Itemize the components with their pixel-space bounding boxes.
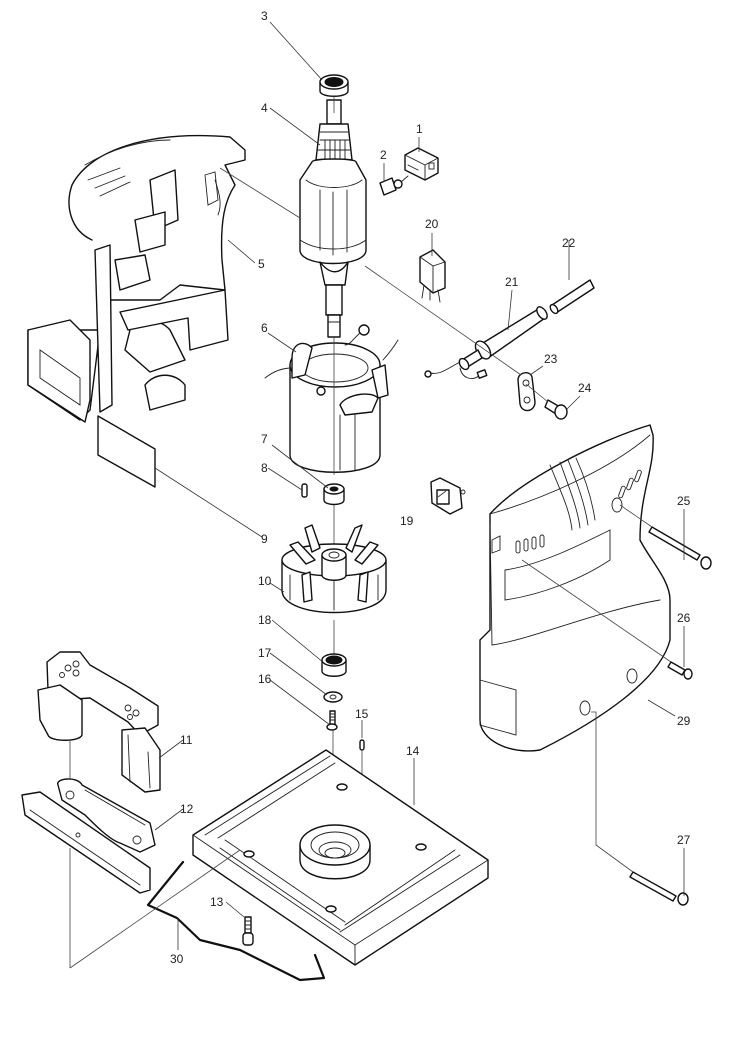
callout-13[interactable]: 13 bbox=[210, 895, 224, 909]
callout-10[interactable]: 10 bbox=[258, 574, 272, 588]
pin-part[interactable] bbox=[301, 483, 308, 498]
screw-25-part[interactable] bbox=[648, 526, 712, 570]
bearing-18-part[interactable] bbox=[321, 653, 347, 677]
washer-17-part[interactable] bbox=[323, 691, 343, 703]
bearing-3-part[interactable] bbox=[319, 74, 349, 97]
callout-1[interactable]: 1 bbox=[416, 122, 423, 136]
clamp-lever-part[interactable] bbox=[57, 778, 156, 853]
pad-base-part[interactable] bbox=[192, 749, 489, 966]
screw-26-part[interactable] bbox=[667, 661, 693, 680]
tapping-screw-part[interactable] bbox=[544, 399, 568, 420]
fan-part[interactable] bbox=[281, 524, 387, 614]
bearing-7-part[interactable] bbox=[323, 483, 345, 506]
callout-24[interactable]: 24 bbox=[578, 381, 592, 395]
callout-17[interactable]: 17 bbox=[258, 646, 272, 660]
strain-relief-part[interactable] bbox=[424, 305, 549, 379]
callout-27[interactable]: 27 bbox=[677, 833, 691, 847]
callout-11[interactable]: 11 bbox=[180, 733, 193, 747]
callout-18[interactable]: 18 bbox=[258, 613, 272, 627]
callout-15[interactable]: 15 bbox=[355, 707, 369, 721]
screw-27-part[interactable] bbox=[629, 871, 689, 906]
callout-8[interactable]: 8 bbox=[261, 461, 268, 475]
clamp-plate-part[interactable] bbox=[21, 791, 151, 894]
screw-13-part[interactable] bbox=[242, 916, 254, 946]
carbon-brush-part[interactable] bbox=[379, 175, 409, 196]
callout-6[interactable]: 6 bbox=[261, 321, 268, 335]
cord-clamp-part[interactable] bbox=[517, 372, 536, 412]
screw-16-part[interactable] bbox=[326, 710, 338, 731]
callout-14[interactable]: 14 bbox=[406, 744, 420, 758]
callout-4[interactable]: 4 bbox=[261, 101, 268, 115]
callout-12[interactable]: 12 bbox=[180, 802, 194, 816]
callout-21[interactable]: 21 bbox=[505, 275, 519, 289]
callout-3[interactable]: 3 bbox=[261, 9, 268, 23]
callout-7[interactable]: 7 bbox=[261, 432, 268, 446]
housing-right-part[interactable] bbox=[479, 424, 671, 752]
callout-19[interactable]: 19 bbox=[400, 514, 414, 528]
callout-23[interactable]: 23 bbox=[544, 352, 558, 366]
housing-left-part[interactable] bbox=[27, 134, 246, 423]
callout-30[interactable]: 30 bbox=[170, 952, 184, 966]
callout-20[interactable]: 20 bbox=[425, 217, 439, 231]
small-pin-part[interactable] bbox=[359, 739, 365, 751]
paper-clamp-wire-part[interactable] bbox=[146, 860, 326, 982]
callout-labels: 1 2 3 4 5 6 7 8 9 10 11 12 13 14 15 16 1… bbox=[170, 9, 691, 966]
noise-suppressor-part[interactable] bbox=[419, 249, 446, 303]
callout-26[interactable]: 26 bbox=[677, 611, 691, 625]
callout-5[interactable]: 5 bbox=[258, 257, 265, 271]
callout-29[interactable]: 29 bbox=[677, 714, 691, 728]
brush-holder-part[interactable] bbox=[404, 147, 439, 181]
pad-holder-part[interactable] bbox=[37, 651, 161, 793]
callout-22[interactable]: 22 bbox=[562, 236, 576, 250]
callout-25[interactable]: 25 bbox=[677, 494, 691, 508]
armature-part[interactable] bbox=[299, 99, 367, 338]
callout-16[interactable]: 16 bbox=[258, 672, 272, 686]
callout-9[interactable]: 9 bbox=[261, 532, 268, 546]
switch-part[interactable] bbox=[430, 477, 466, 515]
cord-guard-part[interactable] bbox=[549, 279, 595, 315]
leader-lines bbox=[154, 21, 685, 950]
field-part[interactable] bbox=[264, 324, 399, 473]
callout-2[interactable]: 2 bbox=[380, 148, 387, 162]
name-plate-part[interactable] bbox=[97, 415, 156, 488]
